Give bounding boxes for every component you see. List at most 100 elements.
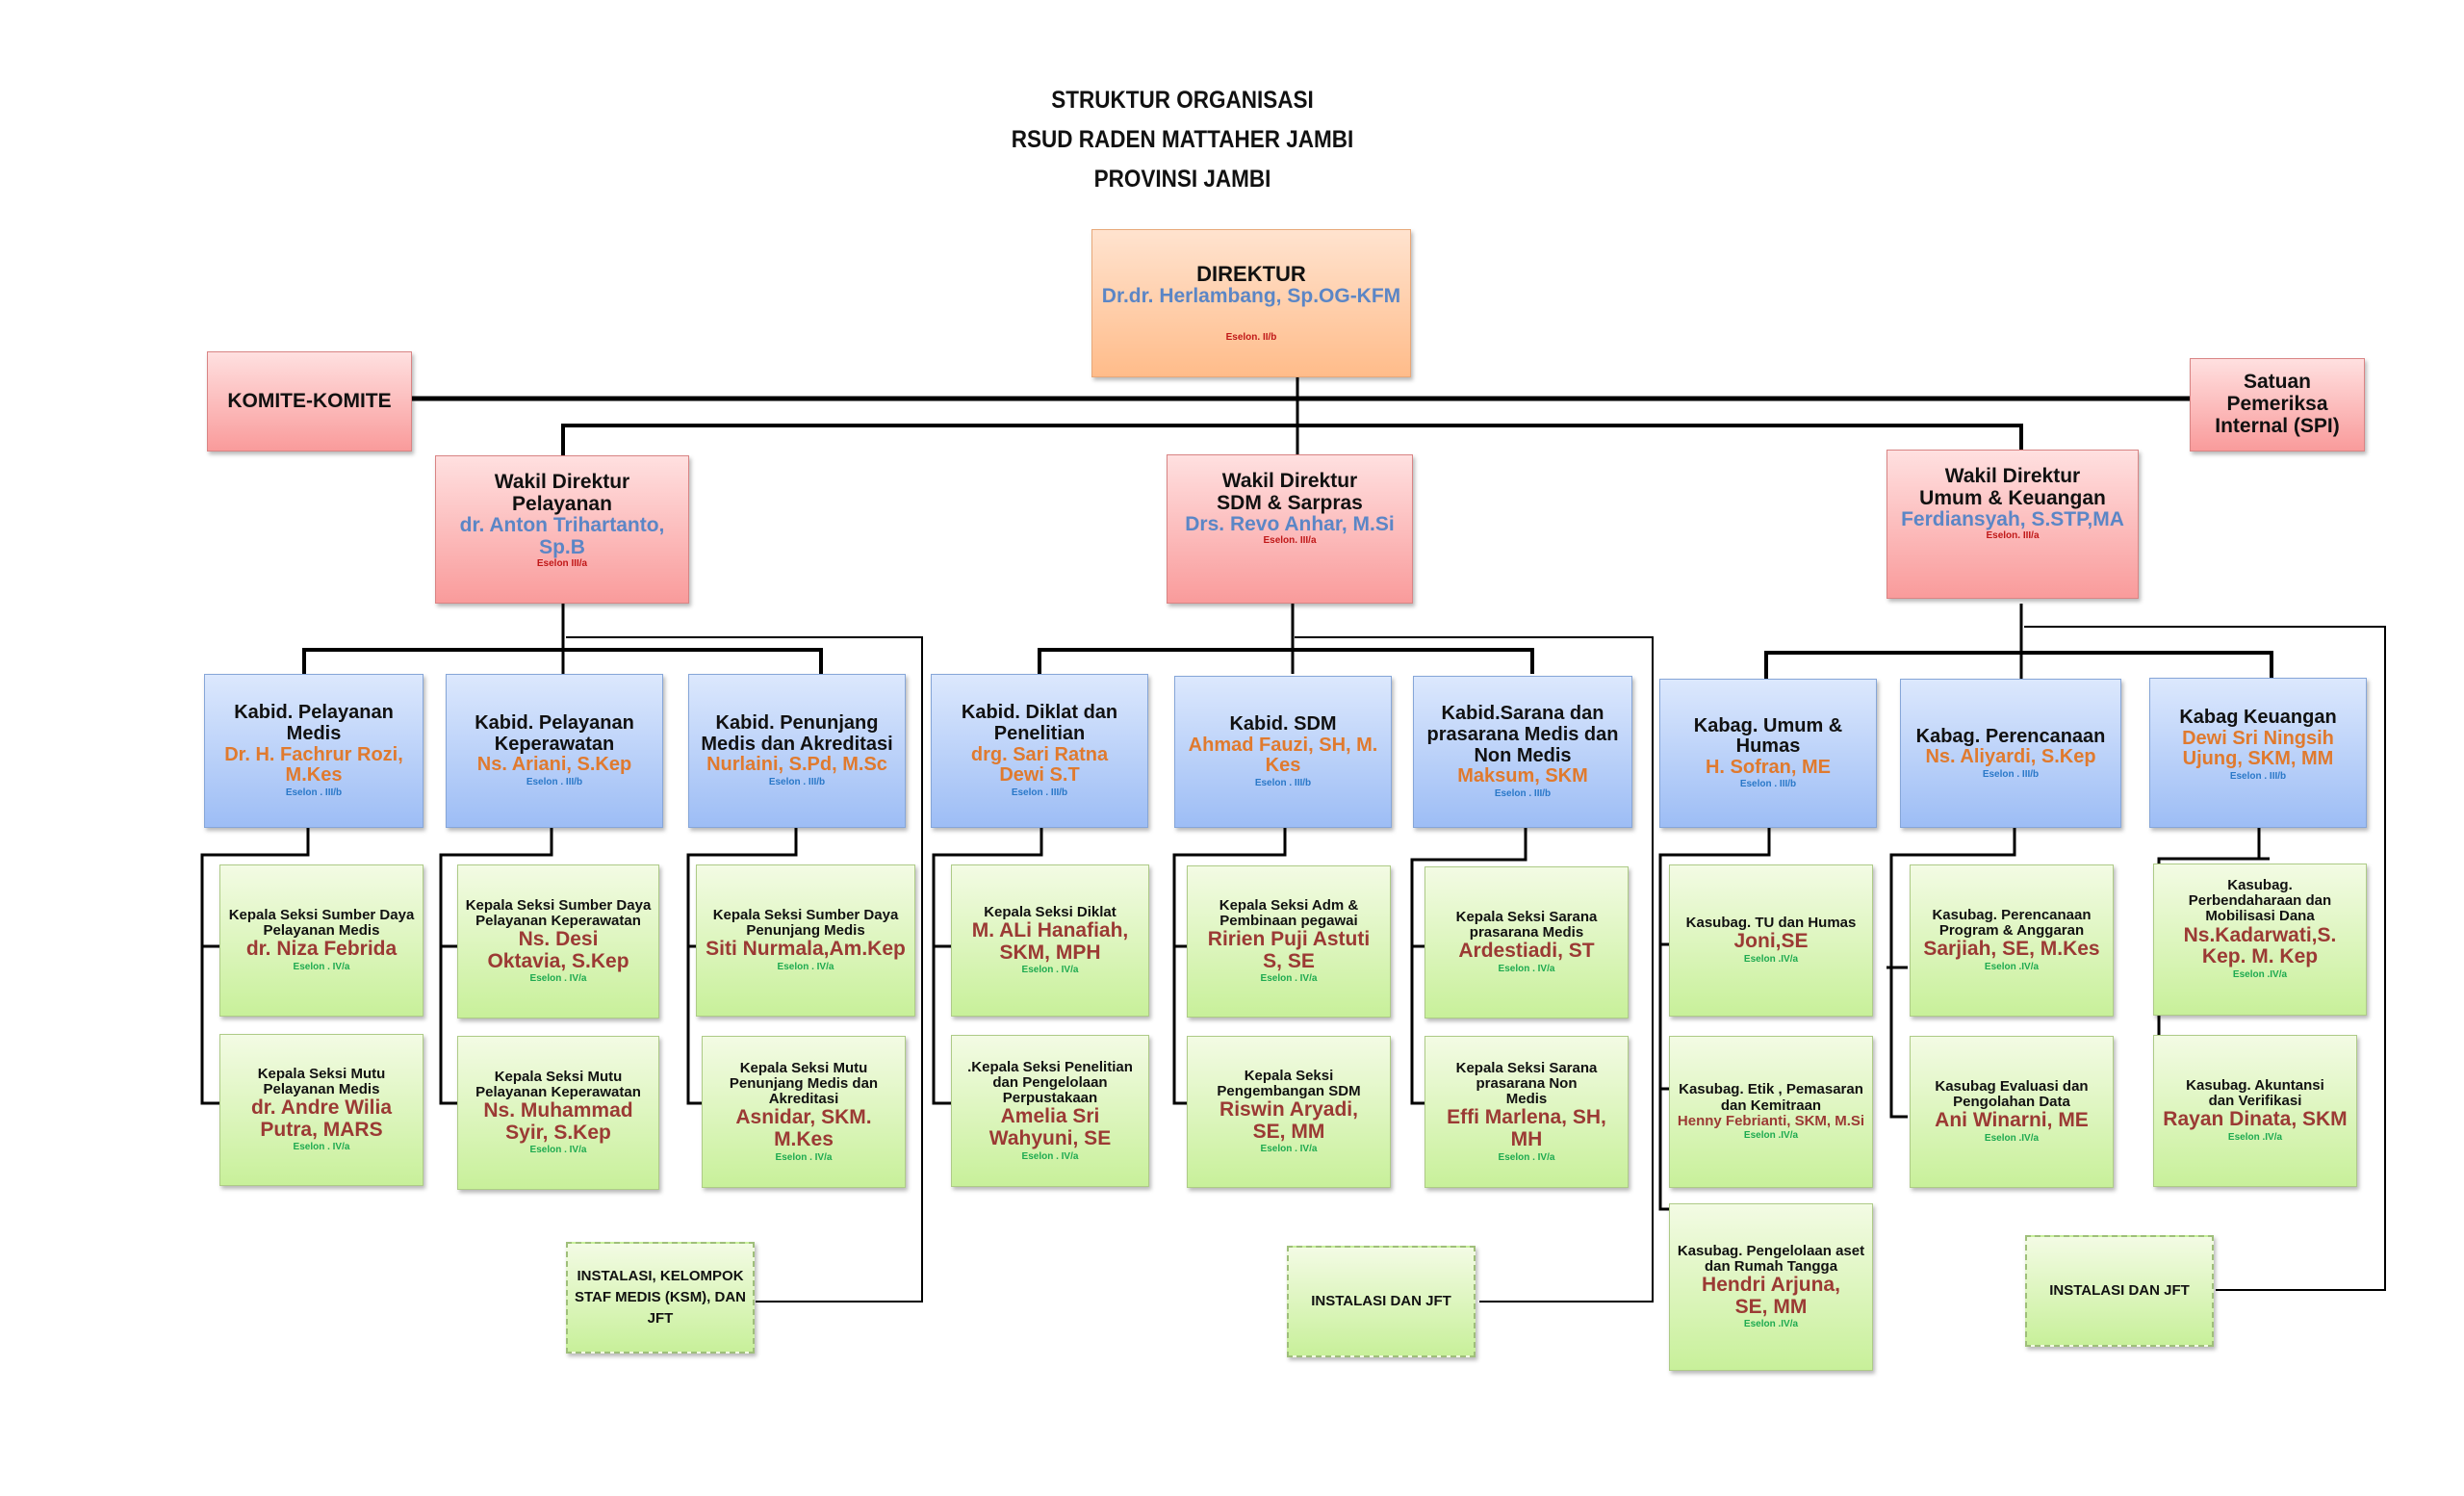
kabag-box[interactable]: Kabag. Perencanaan Ns. Aliyardi, S.Kep E… (1900, 679, 2121, 828)
instalasi-box[interactable]: INSTALASI, KELOMPOK STAF MEDIS (KSM), DA… (566, 1242, 755, 1354)
seksi-box[interactable]: Kepala Seksi Sumber Daya Pelayanan Medis… (219, 864, 424, 1017)
position-title: Kepala Seksi Sarana prasarana Medis (1455, 909, 1598, 941)
seksi-box[interactable]: Kepala Seksi Mutu Penunjang Medis dan Ak… (702, 1036, 906, 1188)
eselon-label: Eselon. II/b (1225, 331, 1277, 343)
position-title: INSTALASI DAN JFT (1311, 1292, 1451, 1309)
kasubag-box[interactable]: Kasubag. TU dan Humas Joni,SE Eselon .IV… (1669, 864, 1873, 1017)
position-title: Kasubag. Etik , Pemasaran dan Kemitraan (1679, 1081, 1863, 1114)
kabid-box[interactable]: Kabid. Pelayanan Keperawatan Ns. Ariani,… (446, 674, 663, 828)
position-title: Kepala Seksi Adm & Pembinaan pegawai (1219, 896, 1359, 929)
komite-box[interactable]: KOMITE-KOMITE (207, 351, 412, 451)
seksi-box[interactable]: .Kepala Seksi Penelitian dan Pengelolaan… (951, 1035, 1149, 1187)
eselon-label: Eselon .IV/a (1984, 962, 2040, 973)
person-name: Ahmad Fauzi, SH, M. Kes (1188, 734, 1378, 777)
eselon-label: Eselon. III/a (1986, 530, 2040, 542)
kasubag-box[interactable]: Kasubag. Pengelolaan aset dan Rumah Tang… (1669, 1203, 1873, 1371)
wadir-box[interactable]: Wakil Direktur SDM & Sarpras Drs. Revo A… (1167, 454, 1413, 604)
kabid-box[interactable]: Kabid. Pelayanan Medis Dr. H. Fachrur Ro… (204, 674, 424, 828)
position-title: INSTALASI, KELOMPOK STAF MEDIS (KSM), DA… (574, 1268, 747, 1327)
instalasi-box[interactable]: INSTALASI DAN JFT (2025, 1235, 2214, 1347)
seksi-box[interactable]: Kepala Seksi Diklat M. ALi Hanafiah, SKM… (951, 864, 1149, 1017)
eselon-label: Eselon . IV/a (1260, 1144, 1318, 1155)
seksi-box[interactable]: Kepala Seksi Adm & Pembinaan pegawai Rir… (1187, 865, 1391, 1018)
position-title: Kepala Seksi Sumber Daya Penunjang Medis (712, 907, 899, 940)
position-title: Kasubag. Perbendaharaan dan Mobilisasi D… (2188, 877, 2332, 925)
wadir-box[interactable]: Wakil Direktur Pelayanan dr. Anton Triha… (435, 455, 689, 604)
wadir-box[interactable]: Wakil Direktur Umum & Keuangan Ferdiansy… (1886, 450, 2139, 599)
connector (2024, 626, 2386, 1291)
chart-title-line2: RSUD RADEN MATTAHER JAMBI (1011, 126, 1354, 153)
kasubag-box[interactable]: Kasubag. Perbendaharaan dan Mobilisasi D… (2153, 864, 2367, 1016)
eselon-label: Eselon . IV/a (1498, 1151, 1555, 1163)
eselon-label: Eselon . IV/a (293, 962, 350, 973)
eselon-label: Eselon III/a (536, 557, 588, 569)
spi-box[interactable]: Satuan Pemeriksa Internal (SPI) (2190, 358, 2365, 451)
seksi-box[interactable]: Kepala Seksi Mutu Pelayanan Medis dr. An… (219, 1034, 424, 1186)
person-name: Siti Nurmala,Am.Kep (706, 938, 906, 961)
person-name: Ferdiansyah, S.STP,MA (1901, 508, 2124, 531)
connector (1295, 636, 1654, 1303)
position-title: Kepala Seksi Sarana prasarana Non Medis (1455, 1059, 1598, 1108)
person-name: Effi Marlena, SH, MH (1447, 1106, 1606, 1150)
seksi-box[interactable]: Kepala Seksi Pengembangan SDM Riswin Ary… (1187, 1036, 1391, 1188)
kabag-box[interactable]: Kabag. Umum & Humas H. Sofran, ME Eselon… (1659, 679, 1877, 828)
person-name: M. ALi Hanafiah, SKM, MPH (971, 919, 1129, 964)
person-name: Dr.dr. Herlambang, Sp.OG-KFM (1101, 285, 1401, 308)
seksi-box[interactable]: Kepala Seksi Sarana prasarana Medis Arde… (1424, 866, 1629, 1019)
seksi-box[interactable]: Kepala Seksi Mutu Pelayanan Keperawatan … (457, 1036, 659, 1190)
person-name: Ardestiadi, ST (1458, 940, 1595, 963)
position-title: DIREKTUR (1196, 262, 1306, 287)
eselon-label: Eselon . IV/a (775, 1151, 833, 1163)
chart-title-line3: PROVINSI JAMBI (1093, 166, 1271, 193)
seksi-box[interactable]: Kepala Seksi Sumber Daya Pelayanan Keper… (457, 864, 659, 1019)
person-name: Ns.Kadarwati,S. Kep. M. Kep (2183, 923, 2337, 968)
kabid-box[interactable]: Kabid. Diklat dan Penelitian drg. Sari R… (931, 674, 1148, 828)
seksi-box[interactable]: Kepala Seksi Sumber Daya Penunjang Medis… (696, 864, 915, 1017)
eselon-label: Eselon . III/b (526, 776, 583, 787)
position-title: Wakil Direktur SDM & Sarpras (1217, 470, 1363, 514)
eselon-label: Eselon . III/b (2229, 770, 2287, 782)
person-name: Ns. Aliyardi, S.Kep (1925, 746, 2096, 768)
person-name: Dr. H. Fachrur Rozi, M.Kes (224, 743, 403, 787)
position-title: Kabid. Pelayanan Keperawatan (475, 712, 634, 755)
position-title: Kabag. Umum & Humas (1693, 714, 1843, 758)
seksi-box[interactable]: Kepala Seksi Sarana prasarana Non Medis … (1424, 1036, 1629, 1188)
person-name: Asnidar, SKM. M.Kes (735, 1106, 872, 1150)
position-title: Kasubag Evaluasi dan Pengolahan Data (1935, 1078, 2089, 1111)
kasubag-box[interactable]: Kasubag. Akuntansi dan Verifikasi Rayan … (2153, 1035, 2357, 1187)
person-name: dr. Andre Wilia Putra, MARS (250, 1096, 393, 1141)
position-title: Kepala Seksi Pengembangan SDM (1217, 1067, 1361, 1099)
kabag-box[interactable]: Kabag Keuangan Dewi Sri Ningsih Ujung, S… (2149, 678, 2367, 828)
position-title: Kasubag. Akuntansi dan Verifikasi (2186, 1077, 2324, 1110)
person-name: Amelia Sri Wahyuni, SE (988, 1105, 1112, 1149)
kasubag-box[interactable]: Kasubag Evaluasi dan Pengolahan Data Ani… (1910, 1036, 2114, 1188)
eselon-label: Eselon . IV/a (1498, 964, 1555, 975)
position-title: Kepala Seksi Mutu Penunjang Medis dan Ak… (729, 1059, 879, 1108)
eselon-label: Eselon . III/b (1982, 768, 2040, 780)
kasubag-box[interactable]: Kasubag. Etik , Pemasaran dan Kemitraan … (1669, 1036, 1873, 1188)
position-title: Kepala Seksi Sumber Daya Pelayanan Medis (228, 907, 415, 940)
instalasi-box[interactable]: INSTALASI DAN JFT (1287, 1246, 1476, 1357)
person-name: drg. Sari Ratna Dewi S.T (970, 743, 1109, 787)
chart-title-line1: STRUKTUR ORGANISASI (1051, 87, 1314, 114)
person-name: Henny Febrianti, SKM, M.Si (1677, 1112, 1865, 1129)
eselon-label: Eselon . III/b (1011, 787, 1068, 798)
position-title: Kabid.Sarana dan prasarana Medis dan Non… (1426, 703, 1619, 766)
position-title: KOMITE-KOMITE (227, 389, 392, 412)
eselon-label: Eselon .IV/a (2232, 968, 2288, 980)
person-name: Maksum, SKM (1457, 765, 1588, 787)
person-name: dr. Niza Febrida (245, 938, 398, 961)
eselon-label: Eselon . III/b (1494, 787, 1552, 799)
kabid-box[interactable]: Kabid. Penunjang Medis dan Akreditasi Nu… (688, 674, 906, 828)
kabid-box[interactable]: Kabid.Sarana dan prasarana Medis dan Non… (1413, 676, 1632, 828)
connector (561, 424, 2023, 455)
position-title: Kabid. Penunjang Medis dan Akreditasi (701, 712, 893, 755)
eselon-label: Eselon .IV/a (2227, 1132, 2283, 1144)
kabid-box[interactable]: Kabid. SDM Ahmad Fauzi, SH, M. Kes Eselo… (1174, 676, 1392, 828)
person-name: dr. Anton Trihartanto, Sp.B (459, 514, 665, 559)
director-box[interactable]: DIREKTUR Dr.dr. Herlambang, Sp.OG-KFM Es… (1091, 229, 1411, 377)
kasubag-box[interactable]: Kasubag. Perencanaan Program & Anggaran … (1910, 864, 2114, 1017)
position-title: Kabid. Diklat dan Penelitian (961, 702, 1118, 744)
connector (1764, 651, 2273, 679)
